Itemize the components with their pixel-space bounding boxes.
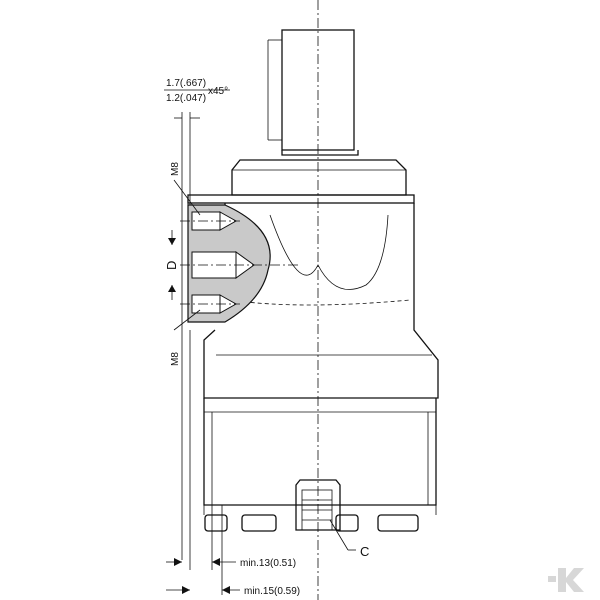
output-shaft [267, 29, 355, 151]
chamfer-angle-label: x45° [208, 86, 228, 97]
drain-port [295, 479, 341, 531]
thread-top-label: M8 [170, 162, 181, 176]
callout-c-label: C [360, 544, 369, 559]
bottom-bolts [203, 505, 437, 532]
mounting-collar [231, 150, 407, 196]
port-cross-section [180, 204, 300, 323]
chamfer-bottom-label: 1.2(.047) [166, 93, 206, 104]
min-15-label: min.15(0.59) [244, 586, 300, 597]
lower-housing [203, 398, 437, 506]
dimension-d-label: D [164, 261, 179, 270]
dimension-lines [164, 89, 356, 595]
min-13-label: min.13(0.51) [240, 558, 296, 569]
thread-bottom-label: M8 [170, 352, 181, 366]
k-brand-icon [548, 568, 584, 592]
chamfer-top-label: 1.7(.667) [166, 78, 206, 89]
